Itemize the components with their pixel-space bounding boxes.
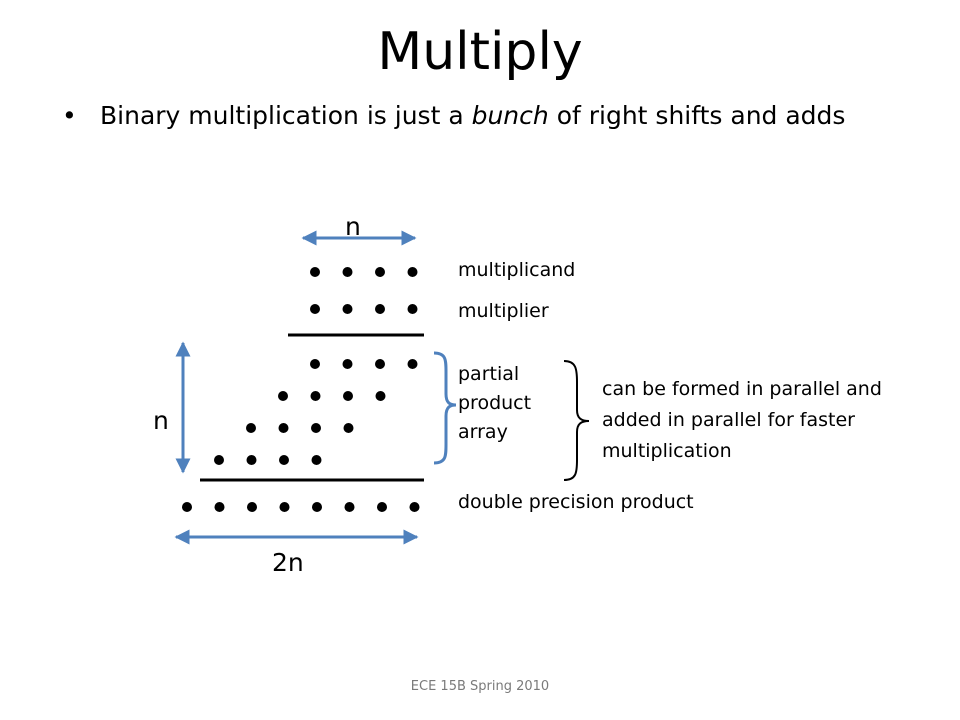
multiplier-bit-dot (342, 304, 353, 314)
bullet-text-prefix: Binary multiplication is just a (100, 101, 472, 130)
slide-footer: ECE 15B Spring 2010 (410, 679, 550, 694)
product-bit-dot (182, 502, 192, 512)
partial-product-line: partial (458, 363, 520, 385)
multiplier-bit-dot (375, 304, 385, 314)
partial-product-bit-dot (246, 455, 257, 465)
partial-product-bit-dot (342, 359, 353, 369)
parallel-note-line: multiplication (602, 440, 732, 462)
bit-dot-grid (182, 267, 420, 512)
partial-product-line: array (458, 421, 508, 443)
multiplicand-bit-dot (375, 267, 385, 277)
partial-product-bit-dot (278, 423, 289, 433)
multiplier-label: multiplier (458, 300, 549, 322)
product-bit-dot (344, 502, 355, 512)
partial-product-bit-dot (310, 359, 320, 369)
partial-product-line: product (458, 392, 532, 414)
partial-product-bit-dot (278, 391, 288, 401)
bullet-marker: • (62, 101, 77, 130)
partial-product-bit-dot (246, 423, 256, 433)
partial-product-bit-dot (214, 455, 224, 465)
parallel-note-line: can be formed in parallel and (602, 378, 882, 400)
multiplier-bit-dot (407, 304, 418, 314)
multiplicand-label: multiplicand (458, 259, 576, 281)
parallel-note: can be formed in parallel and added in p… (602, 374, 882, 467)
partial-product-brace (433, 351, 457, 465)
product-label: double precision product (458, 491, 694, 513)
side-height-label: n (153, 406, 169, 435)
parallel-note-brace (563, 360, 590, 481)
multiplicand-bit-dot (310, 267, 320, 277)
partial-product-bit-dot (375, 391, 386, 401)
bottom-width-label: 2n (272, 548, 304, 577)
partial-product-bit-dot (311, 423, 321, 433)
multiplicand-bit-dot (407, 267, 418, 277)
bullet-point: • Binary multiplication is just a bunch o… (62, 98, 845, 134)
partial-product-label: partial product array (458, 360, 531, 447)
top-width-label: n (345, 212, 361, 241)
product-bit-dot (214, 502, 225, 512)
product-bit-dot (247, 502, 257, 512)
parallel-note-line: added in parallel for faster (602, 409, 855, 431)
bullet-text-emphasis: bunch (471, 101, 549, 130)
slide-title: Multiply (377, 22, 583, 82)
partial-product-bit-dot (343, 423, 354, 433)
product-bit-dot (409, 502, 420, 512)
partial-product-bit-dot (407, 359, 418, 369)
partial-product-bit-dot (375, 359, 385, 369)
product-bit-dot (377, 502, 387, 512)
partial-product-bit-dot (311, 455, 322, 465)
multiplier-bit-dot (310, 304, 320, 314)
multiplicand-bit-dot (342, 267, 353, 277)
product-bit-dot (279, 502, 290, 512)
product-bit-dot (312, 502, 322, 512)
bullet-text-suffix: of right shifts and adds (548, 101, 846, 130)
partial-product-bit-dot (343, 391, 353, 401)
partial-product-bit-dot (279, 455, 289, 465)
partial-product-bit-dot (310, 391, 321, 401)
